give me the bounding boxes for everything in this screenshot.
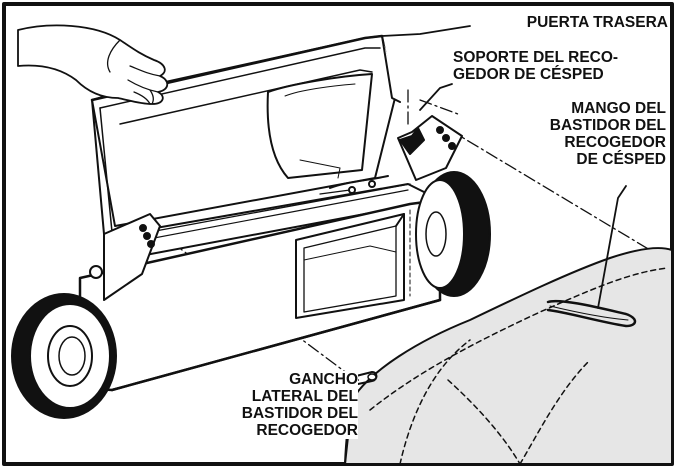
label-gancho-lateral: GANCHO LATERAL DEL BASTIDOR DEL RECOGEDO…	[241, 371, 358, 439]
hand-icon	[17, 24, 169, 105]
left-bag-bracket	[89, 213, 161, 301]
bag-side-hook	[355, 371, 378, 385]
label-mango-bastidor: MANGO DEL BASTIDOR DEL RECOGEDOR DE CÉSP…	[549, 100, 666, 168]
wheel-icon	[11, 293, 117, 419]
bag-frame-handle	[546, 299, 637, 328]
wheel-icon	[415, 171, 491, 297]
label-soporte-recogedor: SOPORTE DEL RECO- GEDOR DE CÉSPED	[453, 49, 619, 83]
grass-bag-icon	[344, 247, 673, 465]
mower-housing	[78, 175, 442, 392]
right-bag-bracket	[397, 115, 463, 181]
label-puerta-trasera: PUERTA TRASERA	[526, 14, 668, 31]
